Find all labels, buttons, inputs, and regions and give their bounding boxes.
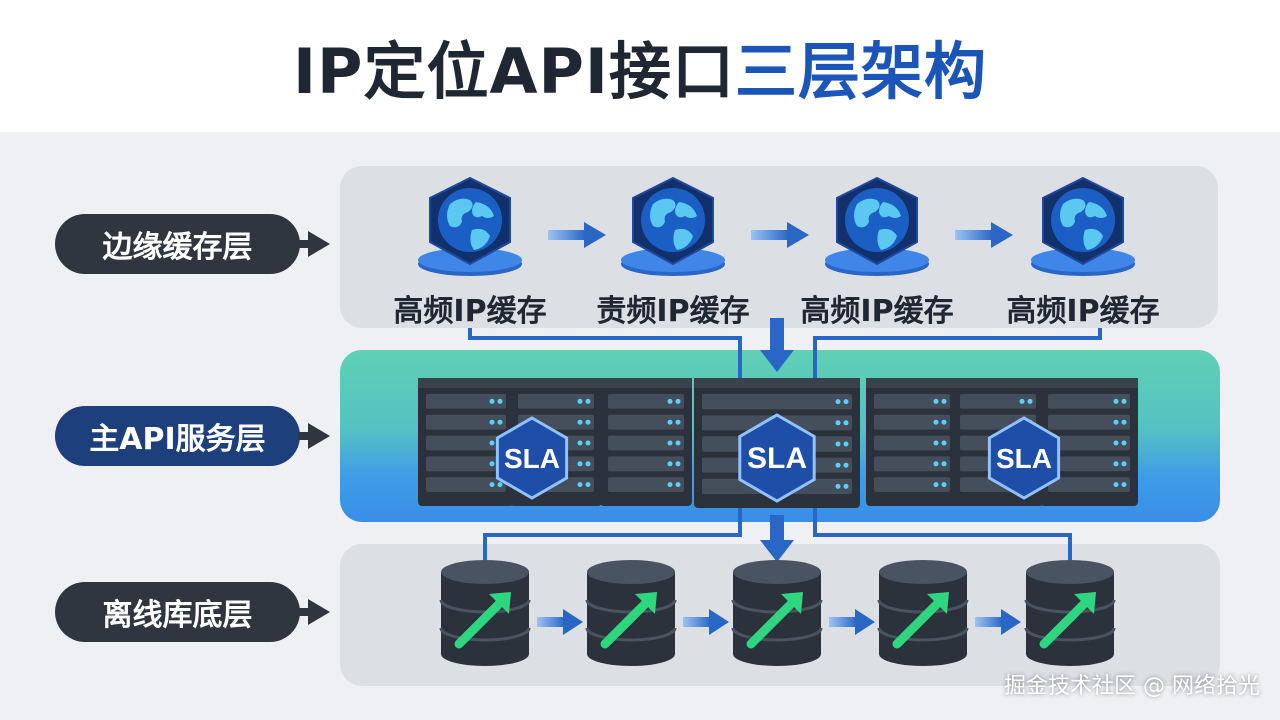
layer-label-edge-text: 边缘缓存层 [102,230,253,265]
layer-label-api-text: 主API服务层 [89,422,266,457]
database-icon [877,560,969,666]
flow-arrow-icon [548,222,606,248]
sla-label: SLA [747,442,807,475]
layer-arrow-db-stem [298,608,310,616]
layer-label-api: 主API服务层 [55,406,300,466]
layer-label-edge: 边缘缓存层 [55,214,300,274]
flow-arrow-icon [829,609,875,635]
watermark: 掘金技术社区 @ 网络拾光 [1004,674,1260,699]
title-main: IP定位API接口 [292,35,735,108]
title-bar: IP定位API接口三层架构 [0,0,1280,132]
flow-arrow-icon [537,609,583,635]
layer-arrow-edge [308,231,330,257]
server-rack-icon [418,378,514,506]
edge-node-caption: 高频IP缓存 [1006,294,1160,329]
flow-arrow-icon [975,609,1021,635]
layer-arrow-edge-stem [298,240,310,248]
server-rack-icon [1040,378,1138,506]
server-rack-icon [600,378,692,506]
edge-node-caption: 高频IP缓存 [800,294,954,329]
database-icon [439,560,531,666]
database-icon [585,560,677,666]
connector-edge-center-stem [770,318,784,352]
connector-db-left [483,505,742,560]
layer-arrow-db [308,599,330,625]
sla-hexagon-icon: SLA [738,413,816,503]
sla-hexagon-icon: SLA [987,416,1061,500]
globe-icon [1031,176,1135,276]
database-icon [1024,560,1116,666]
layer-label-db-text: 离线库底层 [102,598,253,633]
connector-edge-left [468,328,742,380]
layer-arrow-api-stem [298,432,310,440]
connector-edge-right [813,328,1102,380]
globe-icon [825,176,929,276]
title-accent: 三层架构 [735,35,988,108]
edge-node-caption: 责频IP缓存 [596,294,750,329]
database-icon [731,560,823,666]
sla-hexagon-icon: SLA [495,416,569,500]
connector-edge-center-head [760,350,794,372]
connector-db-center-stem [770,515,784,543]
sla-label: SLA [504,443,560,474]
flow-arrow-icon [683,609,729,635]
edge-node-caption: 高频IP缓存 [393,294,547,329]
sla-label: SLA [996,443,1052,474]
page-title: IP定位API接口三层架构 [293,21,987,111]
flow-arrow-icon [955,222,1013,248]
globe-icon [621,176,725,276]
flow-arrow-icon [751,222,809,248]
server-rack-icon [866,378,958,506]
connector-db-right [813,505,1072,560]
connector-db-center-head [760,540,794,562]
globe-icon [418,176,522,276]
layer-label-db: 离线库底层 [55,582,300,642]
layer-arrow-api [308,423,330,449]
